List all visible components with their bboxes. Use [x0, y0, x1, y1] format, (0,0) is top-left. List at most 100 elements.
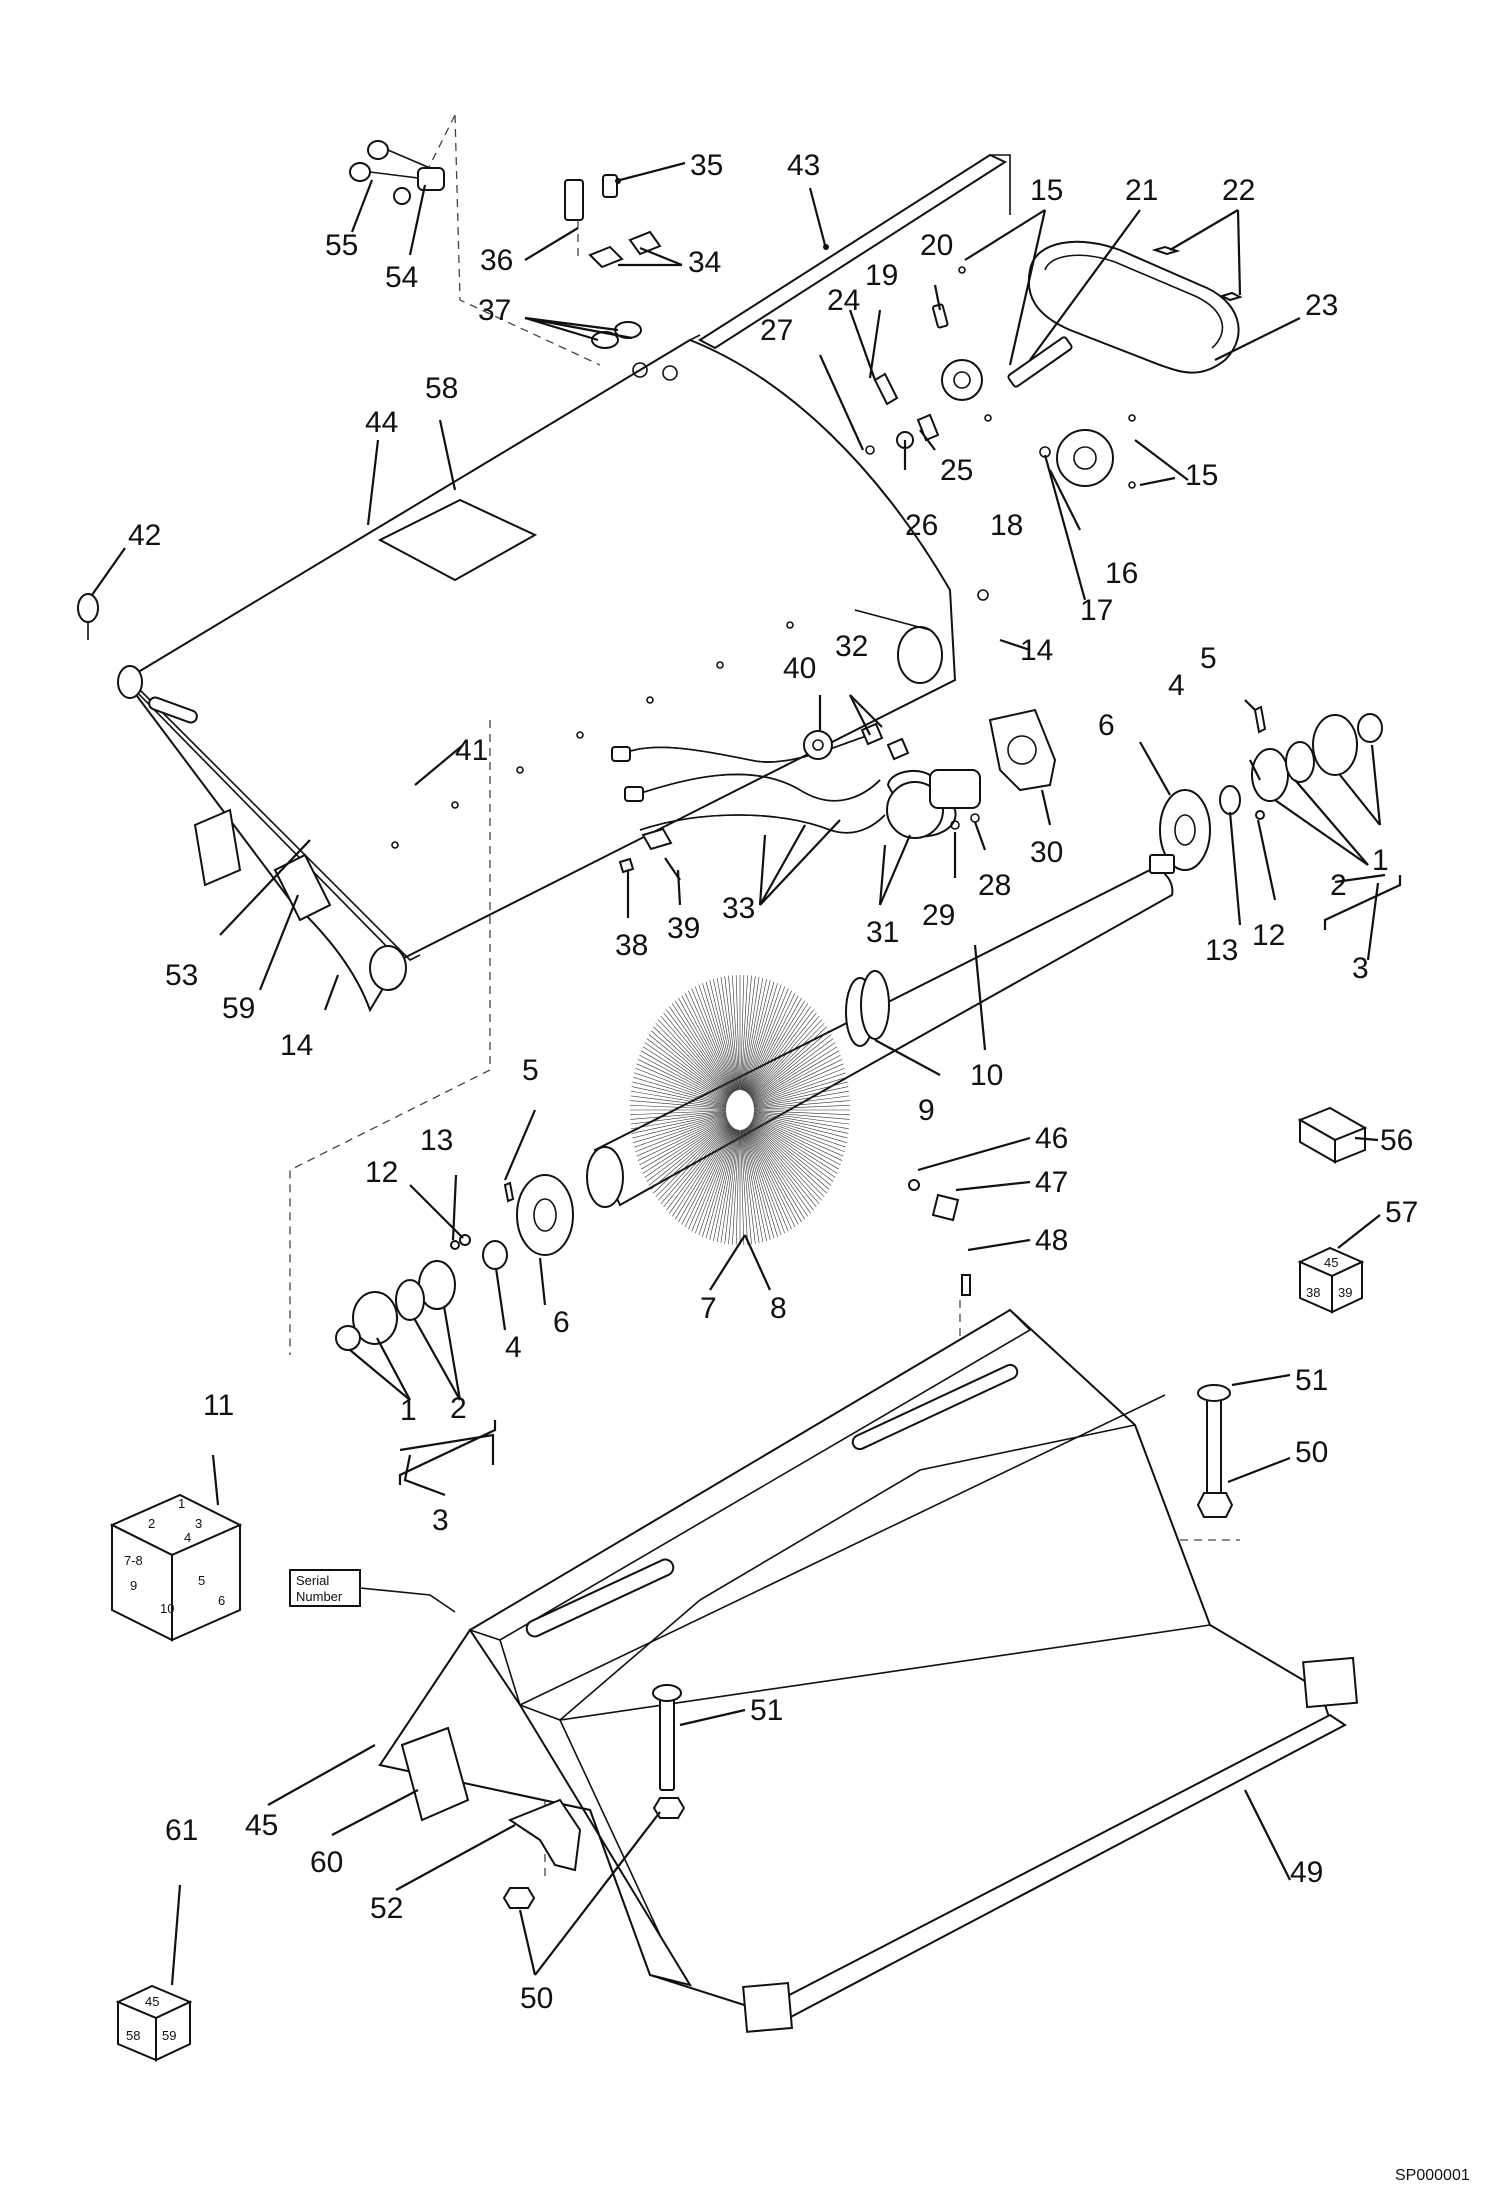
callout-58: 58: [425, 372, 458, 405]
callout-55: 55: [325, 229, 358, 262]
right-bearing-kit: [1159, 705, 1383, 871]
callout-15b: 15: [1185, 459, 1218, 492]
callout-31: 31: [866, 916, 899, 949]
callout-17: 17: [1080, 594, 1113, 627]
callout-18: 18: [990, 509, 1023, 542]
callout-59: 59: [222, 992, 255, 1025]
spring-clip-parts: [908, 1179, 971, 1296]
callout-8: 8: [770, 1292, 787, 1325]
callout-4b: 4: [505, 1331, 522, 1364]
callout-32: 32: [835, 630, 868, 663]
kit-11-label-5: 7-8: [124, 1553, 143, 1568]
callout-43: 43: [787, 149, 820, 182]
callout-23: 23: [1305, 289, 1338, 322]
kit-box-61: 45 58 59: [115, 1984, 193, 2062]
drawing-code: SP000001: [1395, 2167, 1470, 2184]
callout-1b: 1: [400, 1394, 417, 1427]
callout-47: 47: [1035, 1166, 1068, 1199]
callout-5b: 5: [522, 1054, 539, 1087]
callout-22: 22: [1222, 174, 1255, 207]
callout-26: 26: [905, 509, 938, 542]
kit-11-label-9: 6: [218, 1593, 225, 1608]
kit-11-label-6: 9: [130, 1578, 137, 1593]
callout-36: 36: [480, 244, 513, 277]
rod-43: [698, 153, 1011, 350]
kit-61-label-3: 59: [162, 2028, 176, 2043]
bolt-51-right: [1196, 1384, 1234, 1518]
kit-57-label-2: 38: [1306, 1285, 1320, 1300]
callout-2: 2: [1330, 869, 1347, 902]
callout-13b: 13: [420, 1124, 453, 1157]
callout-14: 14: [1020, 634, 1053, 667]
decal-60: [400, 1726, 470, 1822]
callout-50: 50: [1295, 1436, 1328, 1469]
callout-numbers: 35 43 15 21 22 55 54 36 34 20 19 24 23 3…: [128, 149, 1418, 2015]
callout-6b: 6: [553, 1306, 570, 1339]
bucket-45: Serial Number: [289, 1308, 1358, 2033]
callout-61: 61: [165, 1814, 198, 1847]
callout-3b: 3: [432, 1504, 449, 1537]
callout-11: 11: [203, 1389, 234, 1422]
left-bearing-kit: [335, 1174, 574, 1351]
kit-box-56: [1297, 1106, 1368, 1164]
callout-27: 27: [760, 314, 793, 347]
callout-57: 57: [1385, 1196, 1418, 1229]
bracket-53: [193, 808, 242, 887]
callout-38: 38: [615, 929, 648, 962]
callout-2b: 2: [450, 1392, 467, 1425]
callout-48: 48: [1035, 1224, 1068, 1257]
chain-drive: [865, 240, 1243, 601]
kit-box-57: 45 38 39: [1297, 1246, 1365, 1314]
callout-54: 54: [385, 261, 418, 294]
callout-51: 51: [1295, 1364, 1328, 1397]
bracket-52: [507, 1798, 582, 1872]
callout-46: 46: [1035, 1122, 1068, 1155]
kit-11-label-2: 2: [148, 1516, 155, 1531]
callout-30: 30: [1030, 836, 1063, 869]
callout-49: 49: [1290, 1856, 1323, 1889]
callout-53: 53: [165, 959, 198, 992]
callout-56: 56: [1380, 1124, 1413, 1157]
callout-33: 33: [722, 892, 755, 925]
callout-4: 4: [1168, 669, 1185, 702]
callout-39: 39: [667, 912, 700, 945]
leader-lines: [91, 161, 1386, 1986]
callout-21: 21: [1125, 174, 1158, 207]
kit-11-label-7: 10: [160, 1601, 174, 1616]
kit-57-label-1: 45: [1324, 1255, 1338, 1270]
kit-box-11: 1 2 3 4 7-8 9 10 5 6: [109, 1493, 243, 1642]
callout-3: 3: [1352, 952, 1369, 985]
kit-11-label-4: 4: [184, 1530, 191, 1545]
hydraulic-fittings-top: [349, 140, 662, 349]
callout-12: 12: [1252, 919, 1285, 952]
callout-13: 13: [1205, 934, 1238, 967]
callout-19: 19: [865, 259, 898, 292]
callout-7: 7: [700, 1292, 717, 1325]
brush-bristles: [630, 975, 850, 1245]
kit-11-label-8: 5: [198, 1573, 205, 1588]
callout-34: 34: [688, 246, 721, 279]
callout-25: 25: [940, 454, 973, 487]
kit-57-label-3: 39: [1338, 1285, 1352, 1300]
callout-37: 37: [478, 294, 511, 327]
callout-20: 20: [920, 229, 953, 262]
callout-29: 29: [922, 899, 955, 932]
callout-14b: 14: [280, 1029, 313, 1062]
decal-59: [273, 853, 332, 922]
callout-41: 41: [455, 734, 488, 767]
kit-61-label-1: 45: [145, 1994, 159, 2009]
callout-12b: 12: [365, 1156, 398, 1189]
callout-6: 6: [1098, 709, 1115, 742]
callout-28: 28: [978, 869, 1011, 902]
callout-60: 60: [310, 1846, 343, 1879]
callout-1: 1: [1372, 844, 1389, 877]
callout-42: 42: [128, 519, 161, 552]
bolt-51-bucket: [502, 1684, 686, 1909]
brush-shaft-10: [586, 854, 1175, 1208]
kit-11-label-1: 1: [178, 1496, 185, 1511]
callout-16: 16: [1105, 557, 1138, 590]
main-housing-44: [117, 334, 957, 1013]
callout-51b: 51: [750, 1694, 783, 1727]
callout-40: 40: [783, 652, 816, 685]
